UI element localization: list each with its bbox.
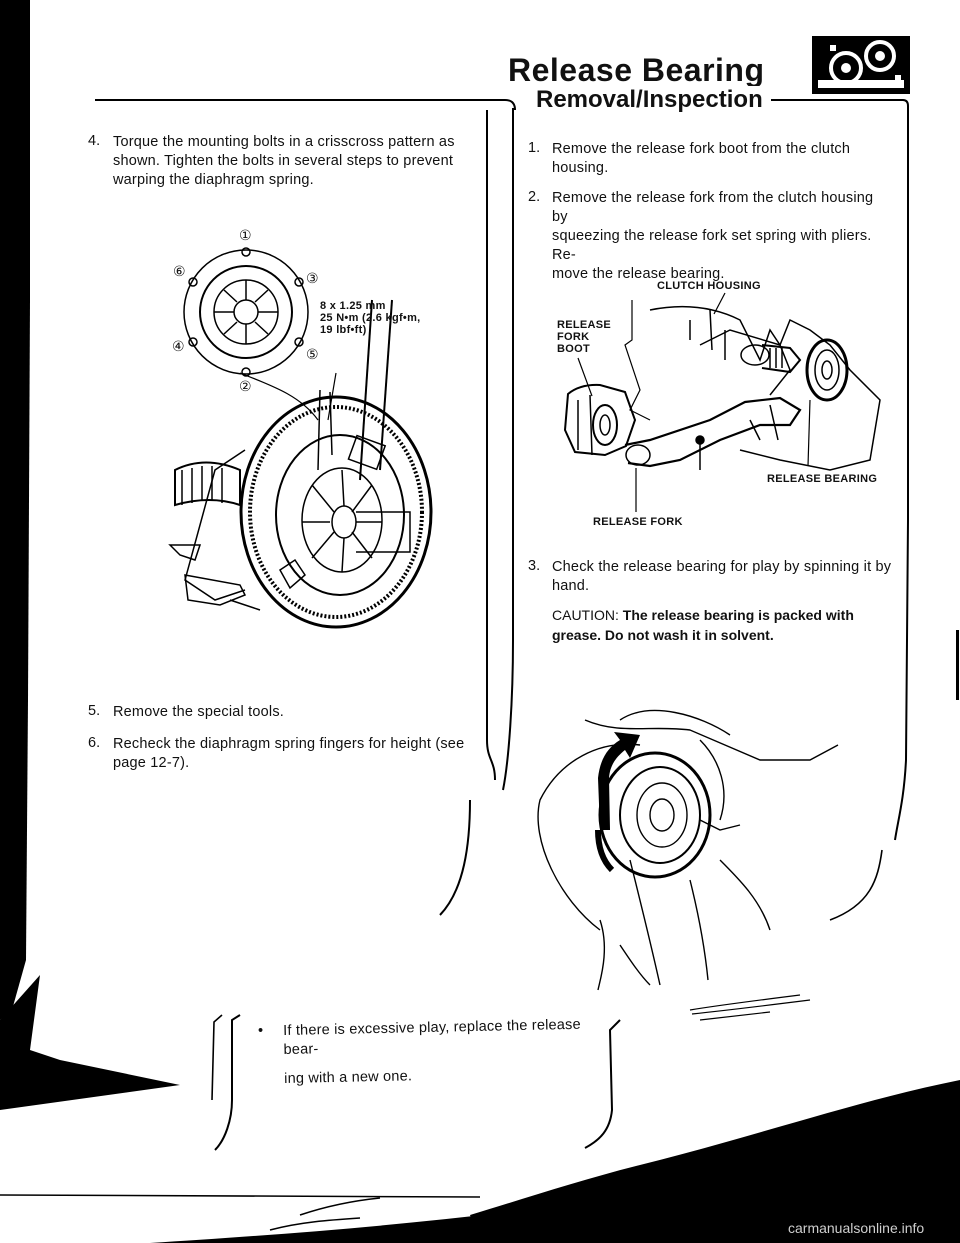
bottom-bracket-right bbox=[584, 1019, 621, 1149]
rotation-arrow-tail bbox=[595, 829, 615, 873]
bottom-bracket-left-2 bbox=[211, 1014, 223, 1101]
step-4-line: warping the diaphragm spring. bbox=[113, 172, 314, 188]
center-divider bbox=[502, 108, 514, 791]
step-6-number: 6. bbox=[88, 735, 101, 751]
caution-note: CAUTION: The release bearing is packed w… bbox=[552, 605, 892, 645]
step-6-line: page 12-7). bbox=[113, 755, 190, 771]
rotation-arrow-icon bbox=[598, 732, 640, 830]
lower-left-bracket bbox=[439, 799, 471, 916]
bullet-mark: • bbox=[258, 1023, 264, 1039]
lower-right-bracket bbox=[829, 849, 883, 921]
step-5-number: 5. bbox=[88, 703, 101, 719]
bolt-order-1: ① bbox=[239, 227, 252, 243]
release-fork-boot-line: BOOT bbox=[557, 343, 590, 355]
page-subtitle: Removal/Inspection bbox=[528, 86, 771, 114]
torque-spec-leader bbox=[327, 372, 337, 421]
caution-line: CAUTION: The release bearing is packed w… bbox=[552, 605, 892, 625]
caution-text: The release bearing is packed with bbox=[622, 607, 854, 623]
step-5-text: Remove the special tools. bbox=[113, 704, 285, 720]
bolt-order-2: ② bbox=[239, 378, 252, 394]
clutch-housing-leader bbox=[713, 292, 726, 315]
release-fork-boot-line: RELEASE bbox=[557, 319, 612, 331]
hand-spin-diagram bbox=[537, 709, 839, 991]
release-fork-boot-line: FORK bbox=[557, 331, 590, 343]
caution-lead: CAUTION: bbox=[552, 607, 619, 623]
step-6-text: Recheck the diaphragm spring fingers for… bbox=[113, 735, 478, 773]
bottom-rule bbox=[0, 1194, 481, 1198]
left-column-rule bbox=[486, 110, 496, 781]
bolt-order-6: ⑥ bbox=[173, 263, 186, 279]
bottom-sweep bbox=[470, 1080, 960, 1243]
bottom-bracket-left bbox=[214, 1014, 241, 1151]
torque-spec-line: 25 N•m (2.6 kgf•m, bbox=[320, 312, 421, 324]
figure-stamp-scribble bbox=[689, 994, 811, 1021]
torque-spec-line: 19 lbf•ft) bbox=[320, 324, 367, 336]
step-1-text: Remove the release fork boot from the cl… bbox=[552, 140, 887, 178]
right-column-rule bbox=[894, 106, 909, 841]
pressure-plate-diagram bbox=[183, 247, 309, 377]
bottom-sweep-2 bbox=[150, 1205, 560, 1243]
header-rule-corner-right bbox=[902, 99, 909, 107]
step-3-number: 3. bbox=[528, 558, 541, 574]
step-3-line: hand. bbox=[552, 578, 590, 594]
release-fork-boot-leader bbox=[577, 357, 593, 397]
step-4-number: 4. bbox=[88, 133, 101, 149]
watermark: carmanualsonline.info bbox=[788, 1220, 925, 1236]
bullet-line: If there is excessive play, replace the … bbox=[283, 1016, 581, 1058]
release-fork-boot-label: RELEASE FORK BOOT bbox=[557, 319, 611, 355]
step-2-line: squeezing the release fork set spring wi… bbox=[552, 228, 872, 263]
flywheel-assembly-diagram bbox=[168, 299, 433, 629]
bottom-scribble bbox=[269, 1197, 381, 1231]
torque-spec-line: 8 x 1.25 mm bbox=[320, 300, 386, 312]
release-bearing-label: RELEASE BEARING bbox=[767, 473, 878, 485]
clutch-housing-diagram bbox=[563, 300, 881, 471]
torque-spec-label: 8 x 1.25 mm 25 N•m (2.6 kgf•m, 19 lbf•ft… bbox=[320, 300, 421, 336]
binding-smear bbox=[0, 975, 180, 1110]
header-rule-corner bbox=[504, 99, 516, 111]
step-1-line: housing. bbox=[552, 160, 609, 176]
bullet-note: If there is excessive play, replace the … bbox=[283, 1015, 604, 1089]
page-title: Release Bearing bbox=[508, 52, 765, 88]
bolt-order-5: ⑤ bbox=[306, 346, 319, 362]
step-4-line: Torque the mounting bolts in a crisscros… bbox=[113, 134, 455, 150]
step-4-text: Torque the mounting bolts in a crisscros… bbox=[113, 133, 478, 190]
step-2-number: 2. bbox=[528, 189, 541, 205]
step-6-line: Recheck the diaphragm spring fingers for… bbox=[113, 736, 465, 752]
step-3-text: Check the release bearing for play by sp… bbox=[552, 558, 892, 596]
step-2-text: Remove the release fork from the clutch … bbox=[552, 189, 892, 284]
step-1-number: 1. bbox=[528, 140, 541, 156]
clutch-housing-label: CLUTCH HOUSING bbox=[657, 280, 761, 292]
step-4-line: shown. Tighten the bolts in several step… bbox=[113, 153, 454, 169]
torque-spec-leader-2 bbox=[239, 372, 319, 421]
caution-line: grease. Do not wash it in solvent. bbox=[552, 627, 774, 643]
step-3-line: Check the release bearing for play by sp… bbox=[552, 559, 892, 575]
release-fork-label: RELEASE FORK bbox=[593, 516, 683, 528]
step-2-line: move the release bearing. bbox=[552, 266, 725, 282]
transmission-gear-icon bbox=[812, 36, 910, 94]
right-edge-mark bbox=[956, 630, 959, 700]
bolt-order-3: ③ bbox=[306, 270, 319, 286]
release-bearing-leader bbox=[807, 399, 811, 467]
step-1-line: Remove the release fork boot from the cl… bbox=[552, 141, 851, 157]
step-2-line: Remove the release fork from the clutch … bbox=[552, 190, 874, 225]
binding-edge-left bbox=[0, 0, 30, 1020]
bolt-order-4: ④ bbox=[172, 338, 185, 354]
